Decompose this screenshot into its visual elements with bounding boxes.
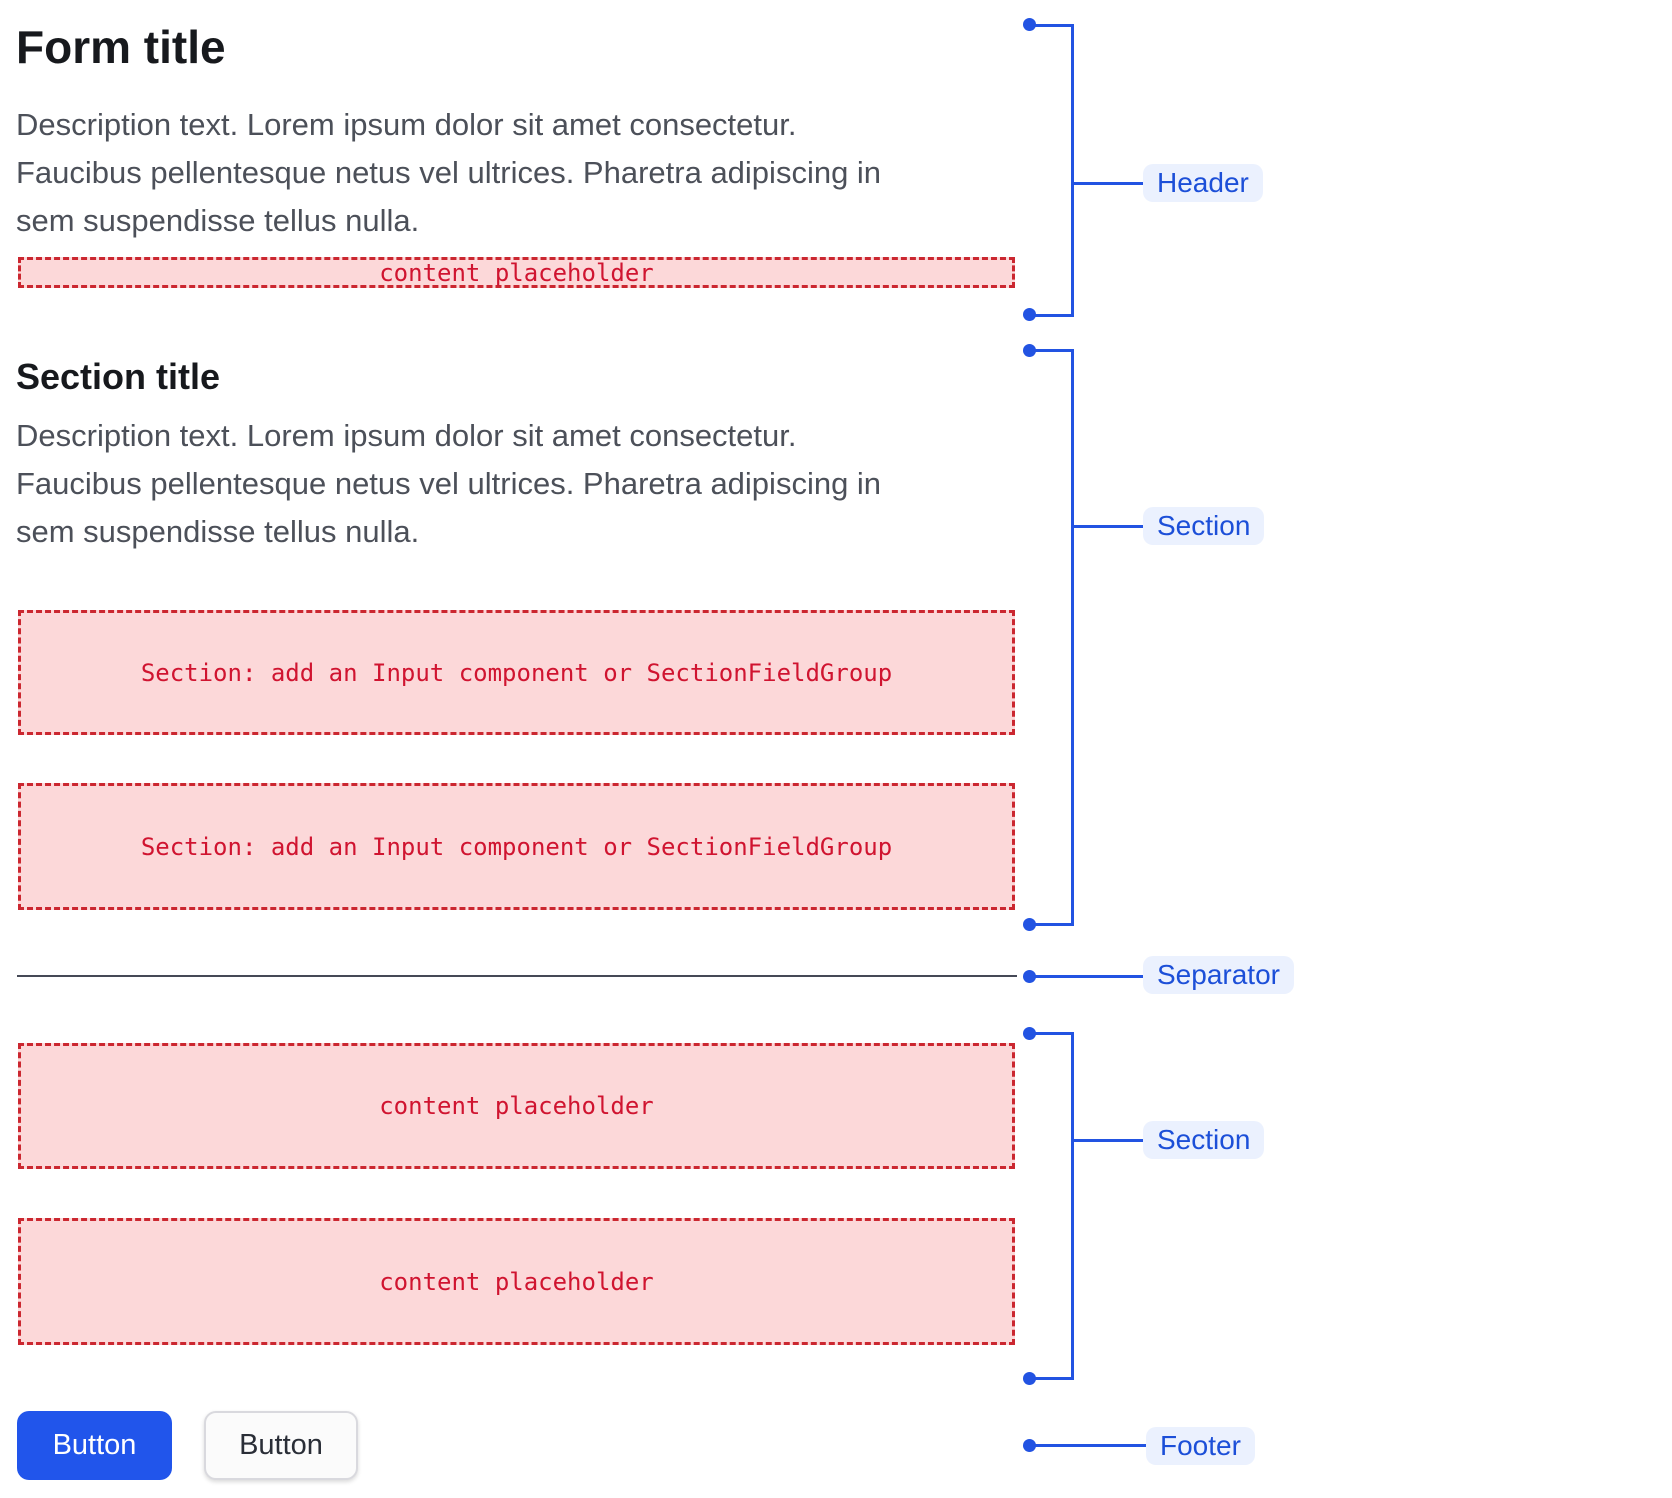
form-description-line: Description text. Lorem ipsum dolor sit … (16, 107, 797, 142)
placeholder-label: content placeholder (379, 1092, 654, 1120)
connector-dot (1023, 1439, 1036, 1452)
form-description: Description text. Lorem ipsum dolor sit … (16, 101, 996, 245)
section2-bracket-top-segment (1030, 1032, 1074, 1035)
form-description-line: sem suspendisse tellus nulla. (16, 203, 420, 238)
connector-dot (1023, 344, 1036, 357)
section-description-line: Description text. Lorem ipsum dolor sit … (16, 418, 797, 453)
section-description-line: sem suspendisse tellus nulla. (16, 514, 420, 549)
placeholder-label: content placeholder (379, 258, 654, 287)
header-chip-connector (1074, 182, 1143, 185)
header-bracket-bottom-segment (1030, 314, 1074, 317)
connector-dot (1023, 1027, 1036, 1040)
connector-dot (1023, 918, 1036, 931)
connector-dot (1023, 308, 1036, 321)
header-bracket-top-segment (1030, 24, 1074, 27)
section2-bracket-rail (1071, 1032, 1074, 1380)
section1-bracket-bottom-segment (1030, 923, 1074, 926)
section1-annotation-label: Section (1157, 510, 1251, 541)
placeholder-label: content placeholder (379, 1267, 654, 1296)
section-input-slot-placeholder: Section: add an Input component or Secti… (18, 783, 1015, 910)
form-separator (17, 975, 1017, 977)
section1-annotation-chip: Section (1143, 507, 1265, 545)
section1-chip-connector (1074, 525, 1143, 528)
footer-annotation-label: Footer (1160, 1430, 1241, 1461)
separator-annotation-label: Separator (1157, 959, 1280, 990)
secondary-button[interactable]: Button (204, 1411, 358, 1480)
connector-dot (1023, 970, 1036, 983)
section-content-placeholder: content placeholder (18, 1043, 1015, 1169)
section2-bracket-bottom-segment (1030, 1377, 1074, 1380)
primary-button[interactable]: Button (17, 1411, 172, 1480)
placeholder-label: Section: add an Input component or Secti… (140, 658, 893, 687)
header-bracket-rail (1071, 24, 1074, 317)
section-title: Section title (16, 356, 221, 397)
header-annotation-chip: Header (1143, 164, 1263, 202)
separator-annotation-chip: Separator (1143, 956, 1294, 994)
section2-annotation-label: Section (1157, 1124, 1251, 1155)
header-content-placeholder: content placeholder (18, 257, 1015, 288)
section1-bracket-top-segment (1030, 349, 1074, 352)
section-description: Description text. Lorem ipsum dolor sit … (16, 412, 996, 556)
header-annotation-label: Header (1157, 167, 1249, 198)
section2-annotation-chip: Section (1143, 1121, 1265, 1159)
connector-dot (1023, 18, 1036, 31)
section-input-slot-placeholder: Section: add an Input component or Secti… (18, 610, 1015, 735)
footer-annotation-chip: Footer (1146, 1427, 1255, 1465)
placeholder-label: Section: add an Input component or Secti… (140, 832, 893, 861)
section-description-line: Faucibus pellentesque netus vel ultrices… (16, 466, 882, 501)
form-title: Form title (16, 21, 226, 73)
separator-chip-connector (1030, 975, 1143, 978)
connector-dot (1023, 1372, 1036, 1385)
form-description-line: Faucibus pellentesque netus vel ultrices… (16, 155, 882, 190)
footer-chip-connector (1030, 1444, 1146, 1447)
section1-bracket-rail (1071, 349, 1074, 926)
section2-chip-connector (1074, 1139, 1143, 1142)
section-content-placeholder: content placeholder (18, 1218, 1015, 1345)
